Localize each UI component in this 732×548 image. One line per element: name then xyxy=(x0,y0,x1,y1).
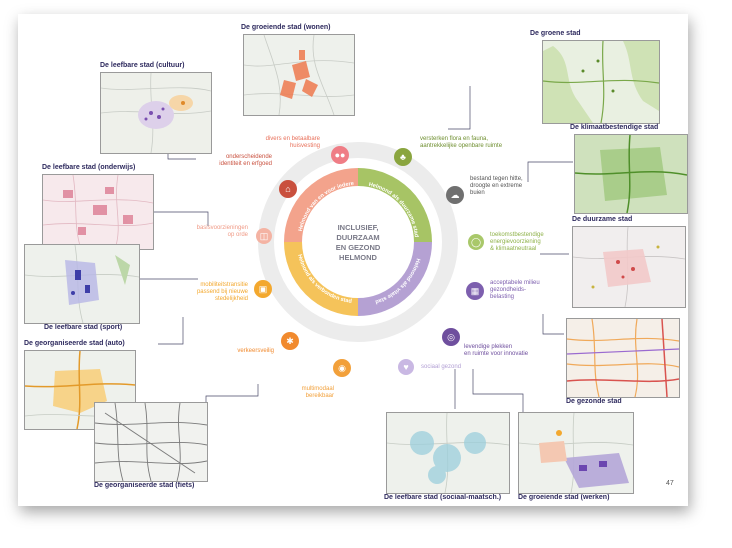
center-line-1: INCLUSIEF, xyxy=(338,223,379,232)
transport-icon: ◉ xyxy=(333,359,351,377)
ring-segment-green xyxy=(357,168,432,243)
report-page: Helmond van en voor iedereen Helmond als… xyxy=(18,14,688,506)
map-label-sport: De leefbare stad (sport) xyxy=(44,324,123,331)
ring-segment-orange xyxy=(284,241,359,316)
map-label-wonen: De groeiende stad (wonen) xyxy=(241,24,331,31)
map-label-duurzaam: De duurzame stad xyxy=(572,216,633,223)
center-line-3: EN GEZOND xyxy=(336,243,381,252)
globe-icon: ◯ xyxy=(468,234,484,250)
lightbulb-icon: ◎ xyxy=(442,328,460,346)
map-wonen xyxy=(243,34,355,116)
map-gezond xyxy=(566,318,680,398)
map-label-sociaal: De leefbare stad (sociaal-maatsch.) xyxy=(384,494,502,501)
pedestrian-icon: ✱ xyxy=(281,332,299,350)
center-line-2: DUURZAAM xyxy=(336,233,379,242)
map-groene xyxy=(542,40,660,124)
map-label-klimaat: De klimaatbestendige stad xyxy=(570,124,659,131)
map-label-gezond: De gezonde stad xyxy=(566,398,622,405)
page-number: 47 xyxy=(666,480,674,487)
people-icon: ●● xyxy=(331,146,349,164)
tree-icon: ♣ xyxy=(394,148,412,166)
cloud-rain-icon: ☁ xyxy=(446,186,464,204)
map-label-cultuur: De leefbare stad (cultuur) xyxy=(100,62,185,69)
map-label-werken: De groeiende stad (werken) xyxy=(518,494,610,501)
theme-flora: versterken flora en fauna,aantrekkelijke… xyxy=(420,136,503,149)
map-duurzaam xyxy=(572,226,686,308)
map-label-auto: De georganiseerde stad (auto) xyxy=(24,340,125,347)
map-klimaat xyxy=(574,134,688,214)
map-onderwijs xyxy=(42,174,154,250)
house-icon: ⌂ xyxy=(279,180,297,198)
map-sociaal xyxy=(386,412,510,494)
map-fiets xyxy=(94,402,208,482)
theme-sociaal: sociaal gezond xyxy=(421,364,462,370)
bus-icon: ▣ xyxy=(254,280,272,298)
map-label-groene: De groene stad xyxy=(530,30,581,37)
central-ring-diagram: Helmond van en voor iedereen Helmond als… xyxy=(258,142,458,342)
ring-segment-red xyxy=(284,168,359,243)
ring-segment-purple xyxy=(357,241,432,316)
factory-icon: ▦ xyxy=(466,282,484,300)
basket-icon: ◫ xyxy=(256,228,272,244)
map-sport xyxy=(24,244,140,324)
heart-icon: ♥ xyxy=(398,359,414,375)
theme-verkeersveilig: verkeersveilig xyxy=(237,348,274,354)
map-cultuur xyxy=(100,72,212,154)
map-label-onderwijs: De leefbare stad (onderwijs) xyxy=(42,164,136,171)
map-werken xyxy=(518,412,634,494)
center-line-4: HELMOND xyxy=(339,253,377,262)
map-label-fiets: De georganiseerde stad (fiets) xyxy=(94,482,195,489)
